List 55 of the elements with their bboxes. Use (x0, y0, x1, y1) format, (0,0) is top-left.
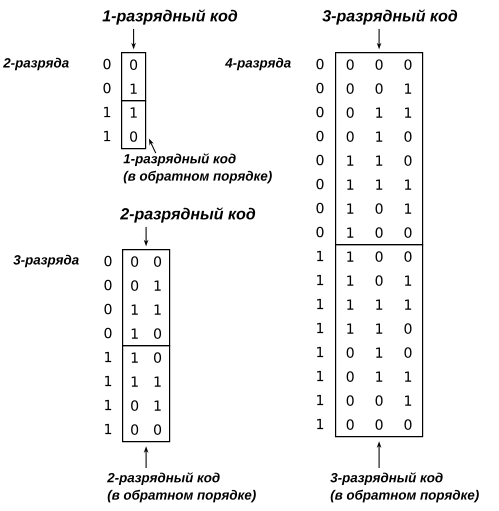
code-title: 2-разрядный код (120, 207, 256, 223)
digit-row: 1 1 0 (347, 323, 412, 334)
digit-row: 0 1 0 (346, 131, 412, 142)
digit-row: 0 0 1 (346, 83, 412, 94)
code-box (122, 249, 170, 346)
caption: 3-разрядный код (в обратном порядке) (330, 472, 479, 502)
prefix-digit: 1 (104, 106, 110, 118)
digit-row: 0 0 (131, 256, 162, 267)
prefix-digit: 0 (104, 328, 112, 338)
digit-row: 0 1 0 (346, 347, 412, 358)
digit-row: 1 (130, 84, 137, 94)
prefix-digit: 0 (316, 202, 324, 214)
caption: 1-разрядный код (в обратном порядке) (123, 153, 272, 184)
bit-count-label: 2-разряда (3, 58, 69, 70)
digit-row: 1 1 (132, 376, 161, 387)
digit-row: 1 1 1 (347, 300, 412, 310)
digit-row: 1 0 0 (347, 227, 412, 238)
digit-row: 1 1 1 (347, 180, 412, 190)
code-box (122, 345, 170, 442)
digit-row: 0 0 0 (346, 59, 412, 70)
code-box (335, 52, 424, 246)
prefix-digit: 1 (105, 352, 112, 362)
digit-row: 0 1 (131, 280, 161, 291)
digit-row: 1 1 0 (347, 155, 412, 166)
code-title: 1-разрядный код (102, 9, 238, 25)
digit-row: 0 1 1 (346, 107, 412, 118)
digit-row: 0 1 (131, 400, 161, 411)
prefix-digit: 1 (105, 376, 112, 386)
bit-count-label: 4-разряда (225, 58, 291, 70)
prefix-digit: 0 (316, 226, 324, 238)
digit-row: 1 (130, 107, 137, 118)
digit-row: 1 0 (132, 352, 162, 363)
digit-row: 1 0 1 (347, 203, 412, 214)
code-box (121, 52, 146, 102)
digit-row: 0 0 0 (346, 419, 412, 430)
prefix-digit: 0 (103, 58, 110, 70)
digit-row: 0 (130, 59, 138, 70)
prefix-digit: 0 (104, 304, 112, 314)
digit-row: 0 1 1 (346, 371, 412, 382)
digit-row: 1 0 1 (347, 275, 412, 286)
digit-row: 1 0 0 (347, 251, 412, 262)
bit-count-label: 3-разряда (13, 254, 79, 268)
caption: 2-разрядный код (в обратном порядке) (107, 472, 256, 502)
prefix-digit: 1 (317, 274, 324, 286)
prefix-digit: 0 (103, 82, 110, 94)
digit-row: 0 0 (131, 424, 162, 435)
digit-row: 1 0 (132, 328, 162, 339)
code-box (121, 100, 146, 150)
digit-row: 0 (130, 131, 138, 142)
code-box (335, 244, 424, 438)
code-title: 3-разрядный код (322, 9, 458, 25)
digit-row: 0 0 1 (346, 395, 412, 406)
prefix-digit: 1 (317, 250, 324, 262)
prefix-digit: 1 (104, 130, 110, 142)
digit-row: 1 1 (132, 304, 161, 315)
